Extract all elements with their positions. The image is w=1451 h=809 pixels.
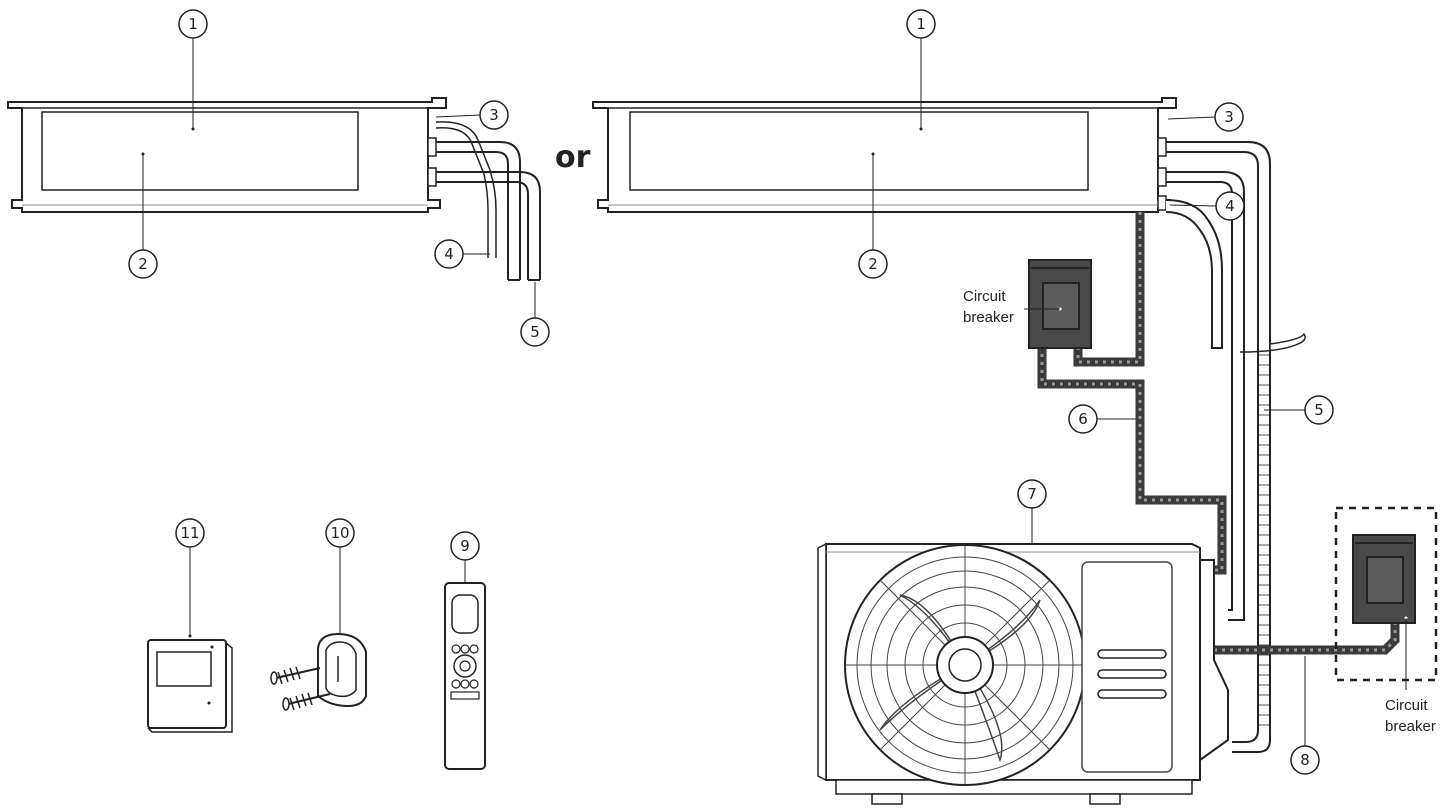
- breaker-label-outdoor-line2: breaker: [1385, 718, 1436, 735]
- svg-text:1: 1: [188, 15, 198, 33]
- remote-controller: [444, 582, 486, 770]
- wired-controller: [147, 639, 233, 733]
- outdoor-unit: [817, 542, 1229, 805]
- indoor-unit-right: [592, 97, 1306, 753]
- svg-text:10: 10: [330, 524, 349, 542]
- callout-wired-controller: 11: [175, 518, 205, 638]
- breaker-label-indoor-line2: breaker: [963, 309, 1014, 326]
- breaker-label-outdoor-line1: Circuit: [1385, 697, 1428, 714]
- svg-text:8: 8: [1300, 751, 1310, 769]
- callout-right-4: 4: [1169, 191, 1245, 221]
- callout-left-4: 4: [434, 239, 490, 269]
- svg-text:11: 11: [180, 524, 199, 542]
- circuit-breaker-outdoor-icon: [1352, 534, 1416, 690]
- svg-text:4: 4: [444, 245, 454, 263]
- svg-text:4: 4: [1225, 197, 1235, 215]
- callout-power-cable: 6: [1068, 404, 1136, 434]
- svg-text:3: 3: [489, 106, 499, 124]
- svg-text:7: 7: [1027, 485, 1037, 503]
- callout-left-1: 1: [178, 9, 208, 131]
- callout-outdoor-unit: 7: [1017, 479, 1047, 543]
- optional-breaker-box: [1334, 506, 1438, 682]
- callout-left-5: 5: [520, 282, 550, 347]
- callout-left-3: 3: [435, 100, 509, 130]
- circuit-breaker-icon: [1024, 259, 1092, 349]
- remote-holder: [317, 632, 367, 708]
- svg-text:2: 2: [138, 255, 148, 273]
- indoor-unit-left: [7, 97, 541, 281]
- breaker-label-indoor-line1: Circuit: [963, 288, 1006, 305]
- svg-text:5: 5: [530, 323, 540, 341]
- svg-text:5: 5: [1314, 401, 1324, 419]
- fan-grille-icon: [844, 544, 1086, 786]
- svg-text:9: 9: [460, 537, 470, 555]
- callout-right-3: 3: [1167, 102, 1244, 132]
- callout-right-5: 5: [1264, 395, 1334, 425]
- callout-right-1: 1: [906, 9, 936, 131]
- or-connector: or: [555, 140, 591, 175]
- svg-text:6: 6: [1078, 410, 1088, 428]
- svg-text:3: 3: [1224, 108, 1234, 126]
- callout-connection-cable: 8: [1290, 656, 1320, 775]
- callout-remote-holder: 10: [325, 518, 355, 634]
- svg-text:1: 1: [916, 15, 926, 33]
- screw-icon: [270, 666, 321, 685]
- callout-left-2: 2: [128, 152, 158, 279]
- svg-text:2: 2: [868, 255, 878, 273]
- callout-right-2: 2: [858, 152, 888, 279]
- callout-remote-controller: 9: [450, 531, 480, 582]
- screw-icon-2: [282, 692, 331, 711]
